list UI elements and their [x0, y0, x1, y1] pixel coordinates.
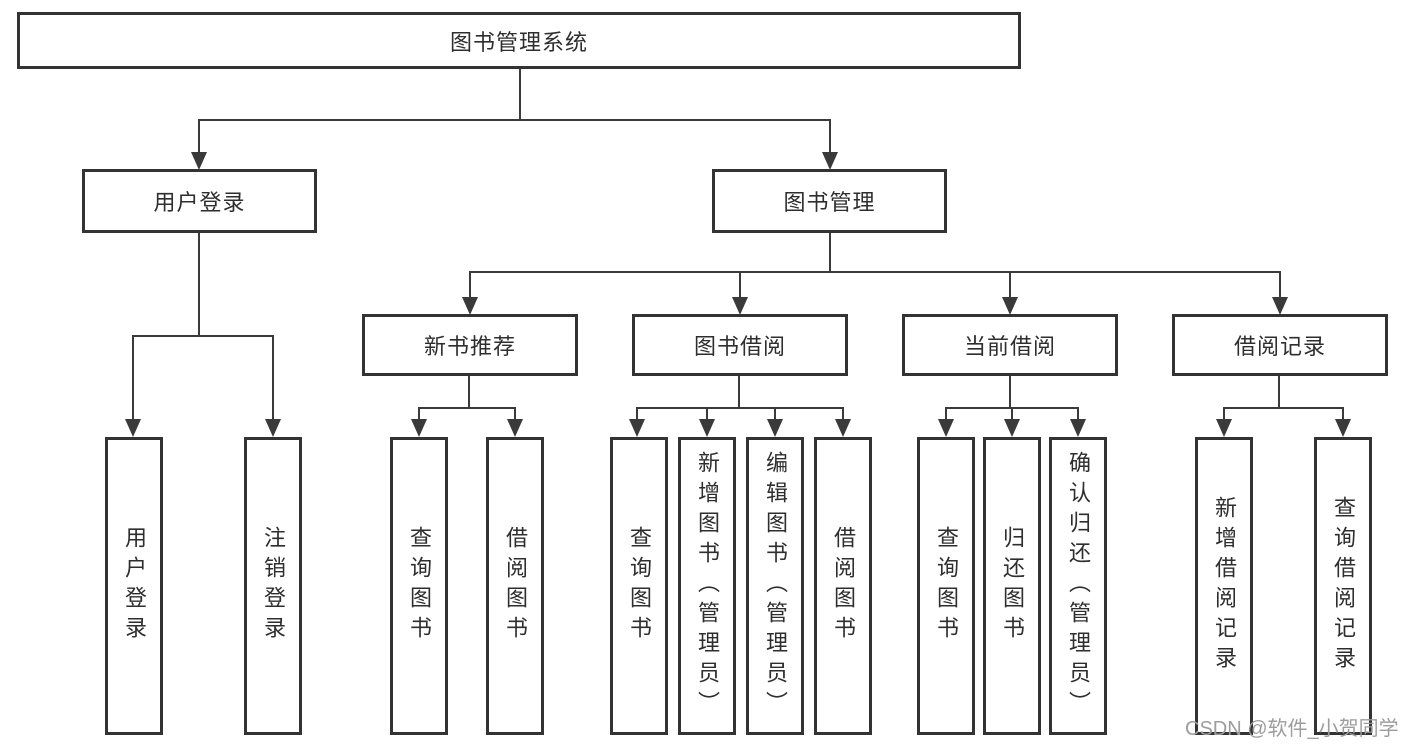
leaf-label: 查询图书: [407, 526, 432, 646]
arrow-down-icon: [1272, 297, 1288, 315]
leaf-label: 注销登录: [261, 526, 286, 646]
connector-recommend-bar: [418, 407, 516, 409]
connector-drop: [829, 119, 831, 155]
node-label: 当前借阅: [963, 334, 1056, 359]
connector-drop: [132, 335, 134, 421]
node-user-login: 用户登录: [82, 169, 317, 233]
leaf-label: 编辑图书（管理员）: [763, 451, 788, 721]
node-borrowing-records: 借阅记录: [1172, 314, 1388, 376]
connector-drop: [514, 407, 516, 421]
connector-drop: [1223, 407, 1225, 421]
arrow-down-icon: [938, 419, 954, 437]
connector-drop: [1342, 407, 1344, 421]
connector-drop: [272, 335, 274, 421]
connector-records-stem: [1278, 376, 1280, 407]
node-label: 图书管理系统: [449, 29, 588, 55]
connector-root-bar: [198, 119, 831, 121]
leaf-user-login: 用户登录: [105, 437, 163, 735]
connector-current-stem: [1009, 376, 1011, 407]
leaf-label: 借阅图书: [503, 526, 528, 646]
connector-drop: [1011, 407, 1013, 421]
node-label: 图书借阅: [693, 334, 786, 359]
leaf-borrow-books-borrowing: 借阅图书: [814, 437, 872, 735]
leaf-query-books-recommend: 查询图书: [390, 437, 448, 735]
node-label: 新书推荐: [423, 334, 516, 359]
connector-user-login-stem: [198, 233, 200, 335]
connector-drop: [1009, 271, 1011, 299]
node-label: 借阅记录: [1233, 334, 1326, 359]
arrow-down-icon: [411, 419, 427, 437]
node-label: 用户登录: [153, 190, 246, 215]
csdn-watermark: CSDN @软件_小贺同学: [1185, 718, 1399, 740]
leaf-label: 归还图书: [1000, 526, 1025, 646]
connector-user-login-bar: [132, 335, 274, 337]
connector-drop: [774, 407, 776, 421]
arrow-down-icon: [767, 419, 783, 437]
node-current-borrowing: 当前借阅: [902, 314, 1118, 376]
connector-borrowing-bar: [636, 407, 844, 409]
connector-book-mgmt-bar: [469, 271, 1281, 273]
leaf-add-borrow-record: 新增借阅记录: [1195, 437, 1253, 735]
arrow-down-icon: [629, 419, 645, 437]
arrow-down-icon: [1216, 419, 1232, 437]
leaf-label: 查询图书: [934, 526, 959, 646]
arrow-down-icon: [265, 419, 281, 437]
leaf-query-borrow-record: 查询借阅记录: [1314, 437, 1372, 735]
leaf-return-books: 归还图书: [983, 437, 1041, 735]
node-label: 图书管理: [783, 190, 876, 215]
connector-borrowing-stem: [738, 376, 740, 407]
leaf-label: 查询图书: [627, 526, 652, 646]
connector-records-bar: [1223, 407, 1344, 409]
connector-drop: [198, 119, 200, 155]
leaf-label: 新增借阅记录: [1212, 496, 1237, 676]
connector-drop: [418, 407, 420, 421]
leaf-borrow-books-recommend: 借阅图书: [486, 437, 544, 735]
arrow-down-icon: [462, 297, 478, 315]
leaf-add-books-admin: 新增图书（管理员）: [678, 437, 736, 735]
arrow-down-icon: [1004, 419, 1020, 437]
leaf-label: 新增图书（管理员）: [695, 451, 720, 721]
leaf-edit-books-admin: 编辑图书（管理员）: [746, 437, 804, 735]
leaf-label: 用户登录: [122, 526, 147, 646]
leaf-label: 查询借阅记录: [1331, 496, 1356, 676]
connector-drop: [1077, 407, 1079, 421]
connector-drop: [706, 407, 708, 421]
connector-drop: [1279, 271, 1281, 299]
arrow-down-icon: [835, 419, 851, 437]
leaf-confirm-return-admin: 确认归还（管理员）: [1049, 437, 1107, 735]
node-book-borrowing: 图书借阅: [632, 314, 848, 376]
arrow-down-icon: [1002, 297, 1018, 315]
arrow-down-icon: [1070, 419, 1086, 437]
arrow-down-icon: [822, 152, 838, 170]
connector-drop: [636, 407, 638, 421]
node-book-management: 图书管理: [712, 169, 947, 233]
node-book-management-system: 图书管理系统: [17, 12, 1021, 69]
arrow-down-icon: [125, 419, 141, 437]
connector-book-mgmt-stem: [829, 233, 831, 271]
arrow-down-icon: [507, 419, 523, 437]
connector-root-stem: [519, 69, 521, 120]
connector-drop: [739, 271, 741, 299]
leaf-query-books-borrowing: 查询图书: [610, 437, 668, 735]
connector-drop: [842, 407, 844, 421]
leaf-query-books-current: 查询图书: [917, 437, 975, 735]
connector-drop: [469, 271, 471, 299]
connector-drop: [945, 407, 947, 421]
leaf-label: 确认归还（管理员）: [1066, 451, 1091, 721]
arrow-down-icon: [699, 419, 715, 437]
leaf-logout: 注销登录: [244, 437, 302, 735]
arrow-down-icon: [1335, 419, 1351, 437]
arrow-down-icon: [191, 152, 207, 170]
node-new-book-recommend: 新书推荐: [362, 314, 578, 376]
connector-recommend-stem: [468, 376, 470, 407]
arrow-down-icon: [732, 297, 748, 315]
leaf-label: 借阅图书: [831, 526, 856, 646]
